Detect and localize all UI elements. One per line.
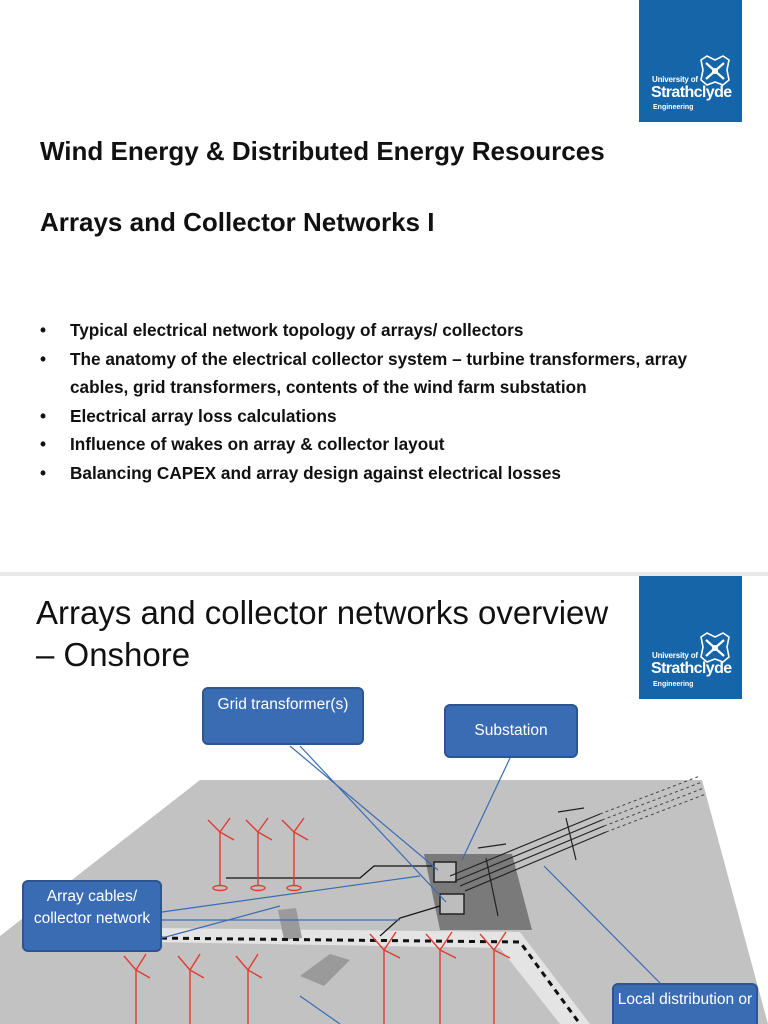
slide-2-title: Arrays and collector networks overview –… — [36, 594, 609, 673]
callout-substation: Substation — [444, 704, 578, 758]
callout-local-distribution: Local distribution or — [612, 983, 758, 1024]
grid-transformer — [439, 893, 465, 915]
bullet-list: Typical electrical network topology of a… — [40, 316, 750, 487]
strathclyde-logo: University of Strathclyde Engineering — [639, 0, 742, 122]
access-road — [150, 928, 590, 1024]
logo-engineering: Engineering — [653, 681, 694, 688]
grid-transformer — [433, 861, 457, 883]
callout-array-cables: Array cables/ collector network — [22, 880, 162, 952]
wind-farm-illustration — [0, 745, 768, 1024]
strathclyde-logo: University of Strathclyde Engineering — [639, 576, 742, 699]
access-road — [300, 954, 350, 986]
logo-university-of: University of — [652, 651, 698, 660]
callout-grid-transformer: Grid transformer(s) — [202, 687, 364, 745]
slide-1: University of Strathclyde Engineering Wi… — [0, 0, 768, 572]
bullet-item: Balancing CAPEX and array design against… — [40, 459, 750, 488]
crest-icon — [700, 55, 730, 86]
callout-pointer — [161, 745, 661, 1024]
crest-icon — [700, 632, 730, 663]
overhead-line — [449, 807, 607, 917]
logo-strathclyde: Strathclyde — [651, 660, 732, 677]
slide-2: University of Strathclyde Engineering Ar… — [0, 576, 768, 1024]
slide-1-title: Wind Energy & Distributed Energy Resourc… — [40, 136, 605, 166]
bullet-item: Typical electrical network topology of a… — [40, 316, 750, 345]
slide-separator — [0, 572, 768, 576]
logo-strathclyde: Strathclyde — [651, 84, 732, 101]
access-road — [278, 908, 302, 940]
bullet-item: Electrical array loss calculations — [40, 402, 750, 431]
collector-cable — [149, 865, 582, 1024]
bullet-item: Influence of wakes on array & collector … — [40, 430, 750, 459]
wind-turbines — [123, 817, 511, 1024]
slide-1-subtitle: Arrays and Collector Networks I — [40, 207, 435, 237]
logo-engineering: Engineering — [653, 104, 694, 111]
ground-plane — [0, 780, 768, 1024]
logo-university-of: University of — [652, 75, 698, 84]
bullet-item: The anatomy of the electrical collector … — [40, 345, 750, 402]
